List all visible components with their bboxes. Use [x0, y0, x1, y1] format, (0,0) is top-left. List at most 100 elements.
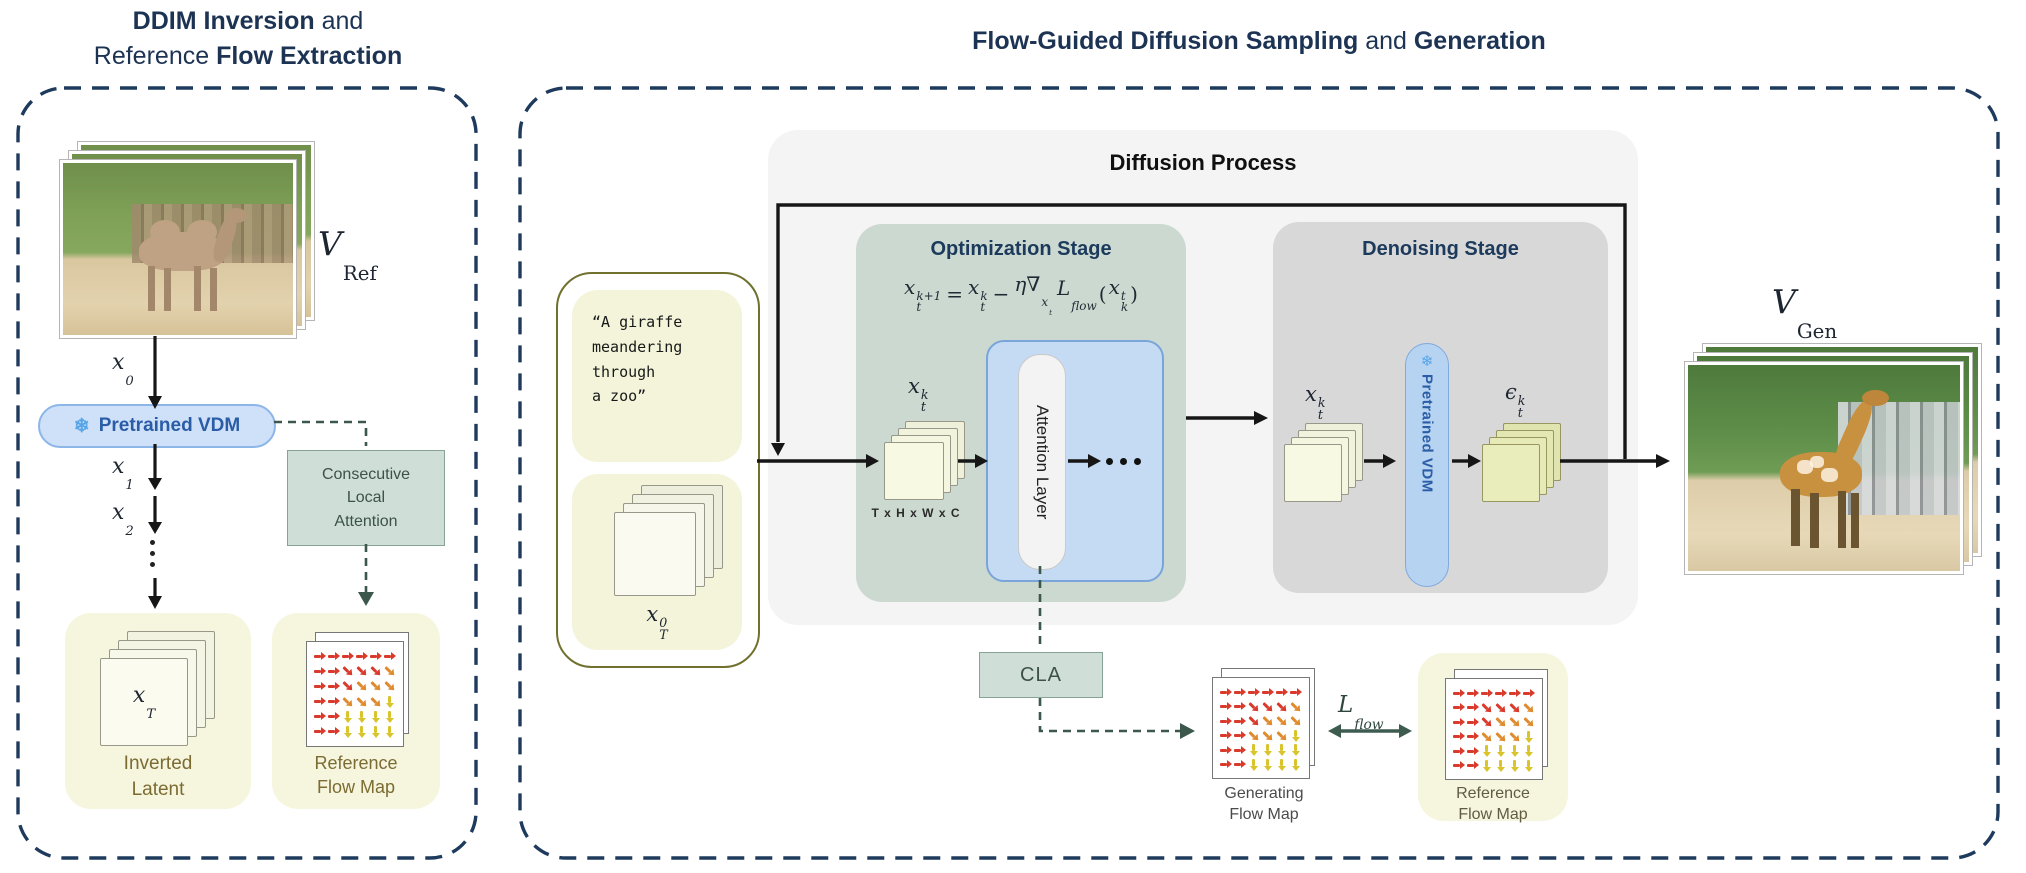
flow-arrow-d [1248, 744, 1260, 756]
flow-arrow-dr [368, 693, 385, 710]
arrowhead [148, 522, 162, 534]
attention-layer-label: Attention Layer [1033, 404, 1052, 520]
flow-arrow-r [1481, 687, 1493, 699]
giraffe-photo [1685, 362, 1963, 574]
dashed-vdm-to-cla [274, 420, 368, 446]
flow-arrow-d [1523, 745, 1535, 757]
ref-fm-right-caption-1: Reference [1456, 785, 1530, 802]
camel-leg-2 [164, 267, 172, 311]
reference-flow-map-box-left: Reference Flow Map [272, 613, 440, 809]
dashed-cla-to-genmap [1038, 698, 1180, 733]
attention-layer-pill: Attention Layer [1018, 354, 1066, 570]
flow-arrow-d [1262, 744, 1274, 756]
flow-arrow-r [384, 650, 396, 662]
flow-arrow-d [342, 710, 354, 723]
ellipsis-horizontal-icon [1106, 458, 1141, 465]
flow-arrow-r [328, 680, 340, 692]
eps-stack-front [1482, 444, 1540, 502]
flow-arrow-r [1453, 716, 1465, 728]
flow-arrow-d [1276, 744, 1288, 756]
flow-arrow-d [1248, 758, 1260, 771]
arrowhead [148, 596, 162, 609]
optimization-stage-title: Optimization Stage [930, 238, 1112, 260]
pretrained-vdm-label: Pretrained VDM [98, 415, 241, 436]
flow-arrow-d [1495, 745, 1507, 757]
snowflake-icon: ❄ [1420, 353, 1434, 370]
camel-leg-3 [194, 266, 201, 311]
dims-label: T x H x W x C [871, 506, 961, 520]
camel-leg-4 [210, 267, 218, 311]
left-panel-title: DDIM Inversion and Reference Flow Extrac… [28, 4, 468, 73]
flow-arrow-r [314, 726, 326, 738]
giraffe-patch-3 [1810, 455, 1824, 468]
flow-arrow-r [1453, 745, 1465, 757]
denoising-vdm-label: Pretrained VDM [1418, 374, 1436, 493]
giraffe-leg-2 [1810, 492, 1819, 549]
denoising-stage-title: Denoising Stage [1362, 238, 1519, 260]
flow-arrow-d [1495, 759, 1507, 772]
flow-arrow-r [1220, 759, 1232, 771]
ellipsis-vertical-icon [150, 540, 155, 567]
arrowhead-green [358, 592, 374, 606]
flow-arrow-r [328, 726, 340, 738]
flow-arrow-dr [1507, 728, 1524, 745]
flow-arrow-r [1523, 687, 1535, 699]
den-stack-front [1284, 444, 1342, 502]
left-title-rest2: Reference [93, 41, 217, 70]
flow-arrow-d [370, 725, 382, 738]
flow-arrow-d [384, 695, 396, 708]
ref-fm-right-caption-2: Flow Map [1458, 805, 1528, 823]
right-panel-title: Flow-Guided Diffusion Sampling and Gener… [520, 24, 1998, 59]
attention-container: Attention Layer [986, 340, 1164, 582]
reference-flow-map-card-left [306, 641, 404, 747]
flow-arrow-d [356, 710, 368, 723]
flow-arrow-r [370, 650, 382, 662]
flow-arrow-r [314, 711, 326, 723]
ref-flow-map-card-right [1445, 678, 1543, 780]
reference-flow-map-box-right: Reference Flow Map [1418, 653, 1568, 823]
giraffe-leg-3 [1837, 490, 1846, 549]
init-latent-front [614, 512, 696, 596]
flow-arrow-dr [382, 678, 399, 695]
flow-arrow-dr [1521, 714, 1538, 731]
flow-arrow-r [1467, 745, 1479, 757]
flow-arrow-r [328, 665, 340, 677]
formula-minus: − [992, 282, 1010, 307]
prompt-line-4: a zoo” [592, 387, 647, 406]
formula-equals: = [946, 282, 964, 307]
flow-arrow-grid [1220, 686, 1304, 773]
generating-flow-map: Generating Flow Map [1204, 662, 1324, 837]
camel-head [226, 207, 247, 224]
flow-arrow-r [342, 650, 354, 662]
flow-arrow-d [1481, 745, 1493, 757]
flow-arrow-grid [314, 650, 398, 741]
giraffe-scene-background [1688, 365, 1960, 571]
flow-arrow-r [1220, 730, 1232, 742]
prompt-box: “A giraffe meandering through a zoo” [572, 290, 742, 462]
flow-arrow-r [1234, 715, 1246, 727]
flow-arrow-r [328, 650, 340, 662]
flow-arrow-dr [1274, 727, 1291, 744]
flow-arrow-r [1495, 687, 1507, 699]
flow-arrow-d [1481, 759, 1493, 772]
gen-fm-caption-2: Flow Map [1229, 805, 1299, 823]
arrowhead-green [1180, 723, 1195, 739]
cla-line-1: Consecutive [321, 466, 411, 484]
gen-flow-map-card [1212, 677, 1310, 779]
left-title-bold1: DDIM Inversion [132, 7, 315, 35]
flow-arrow-d [1523, 730, 1535, 743]
left-title-rest1: and [314, 7, 364, 35]
flow-arrow-r [1509, 687, 1521, 699]
flow-arrow-d [1523, 759, 1535, 772]
